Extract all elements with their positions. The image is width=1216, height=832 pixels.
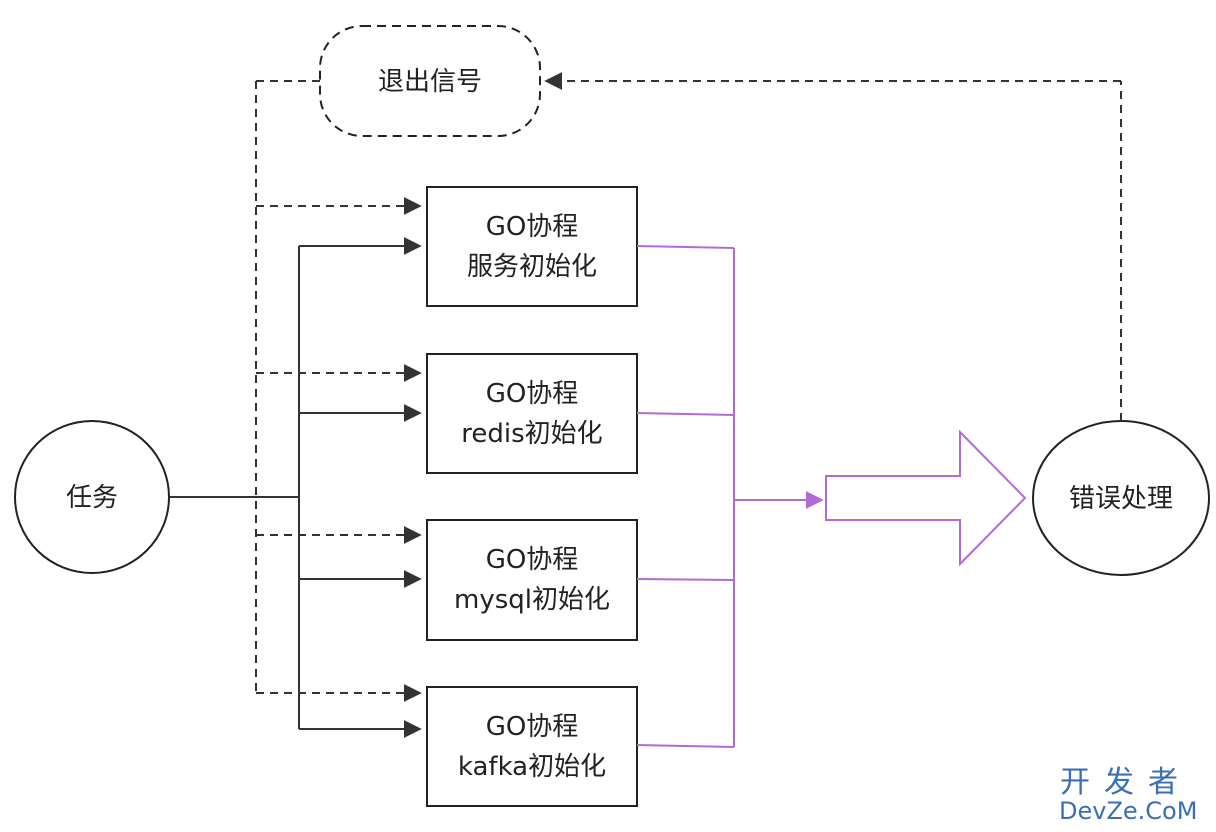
error-handling-label: 错误处理 bbox=[1069, 484, 1173, 514]
watermark-chinese: 开发者 bbox=[1060, 765, 1192, 800]
goroutine-title: GO协程 bbox=[486, 545, 579, 575]
goroutine-title: GO协程 bbox=[486, 379, 579, 409]
task-node: 任务 bbox=[14, 420, 170, 574]
goroutine-title: GO协程 bbox=[486, 712, 579, 742]
watermark: 开发者 DevZe.CoM bbox=[1059, 765, 1197, 825]
merge-line-4 bbox=[636, 744, 735, 748]
goroutine-box-3: GO协程 mysql初始化 bbox=[426, 519, 638, 641]
solid-dispatch-lines bbox=[170, 237, 422, 738]
task-label: 任务 bbox=[66, 483, 118, 513]
goroutine-task: 服务初始化 bbox=[467, 252, 597, 282]
error-handling-node: 错误处理 bbox=[1032, 420, 1210, 576]
goroutine-task: redis初始化 bbox=[461, 419, 602, 449]
goroutine-task: mysql初始化 bbox=[454, 585, 610, 615]
exit-signal-label: 退出信号 bbox=[378, 67, 482, 97]
goroutine-task: kafka初始化 bbox=[458, 752, 606, 782]
goroutine-title: GO协程 bbox=[486, 212, 579, 242]
goroutine-box-4: GO协程 kafka初始化 bbox=[426, 686, 638, 807]
goroutine-box-2: GO协程 redis初始化 bbox=[426, 353, 638, 474]
merge-line-1 bbox=[636, 245, 735, 249]
exit-signal-node: 退出信号 bbox=[319, 25, 541, 137]
merge-lines bbox=[636, 245, 824, 748]
block-arrow bbox=[825, 429, 1027, 567]
watermark-english: DevZe.CoM bbox=[1059, 797, 1197, 825]
merge-line-3 bbox=[636, 578, 735, 581]
merge-line-2 bbox=[636, 412, 735, 416]
goroutine-box-1: GO协程 服务初始化 bbox=[426, 186, 638, 307]
dashed-signal-lines bbox=[255, 80, 422, 702]
dashed-feedback-line bbox=[544, 72, 1122, 421]
